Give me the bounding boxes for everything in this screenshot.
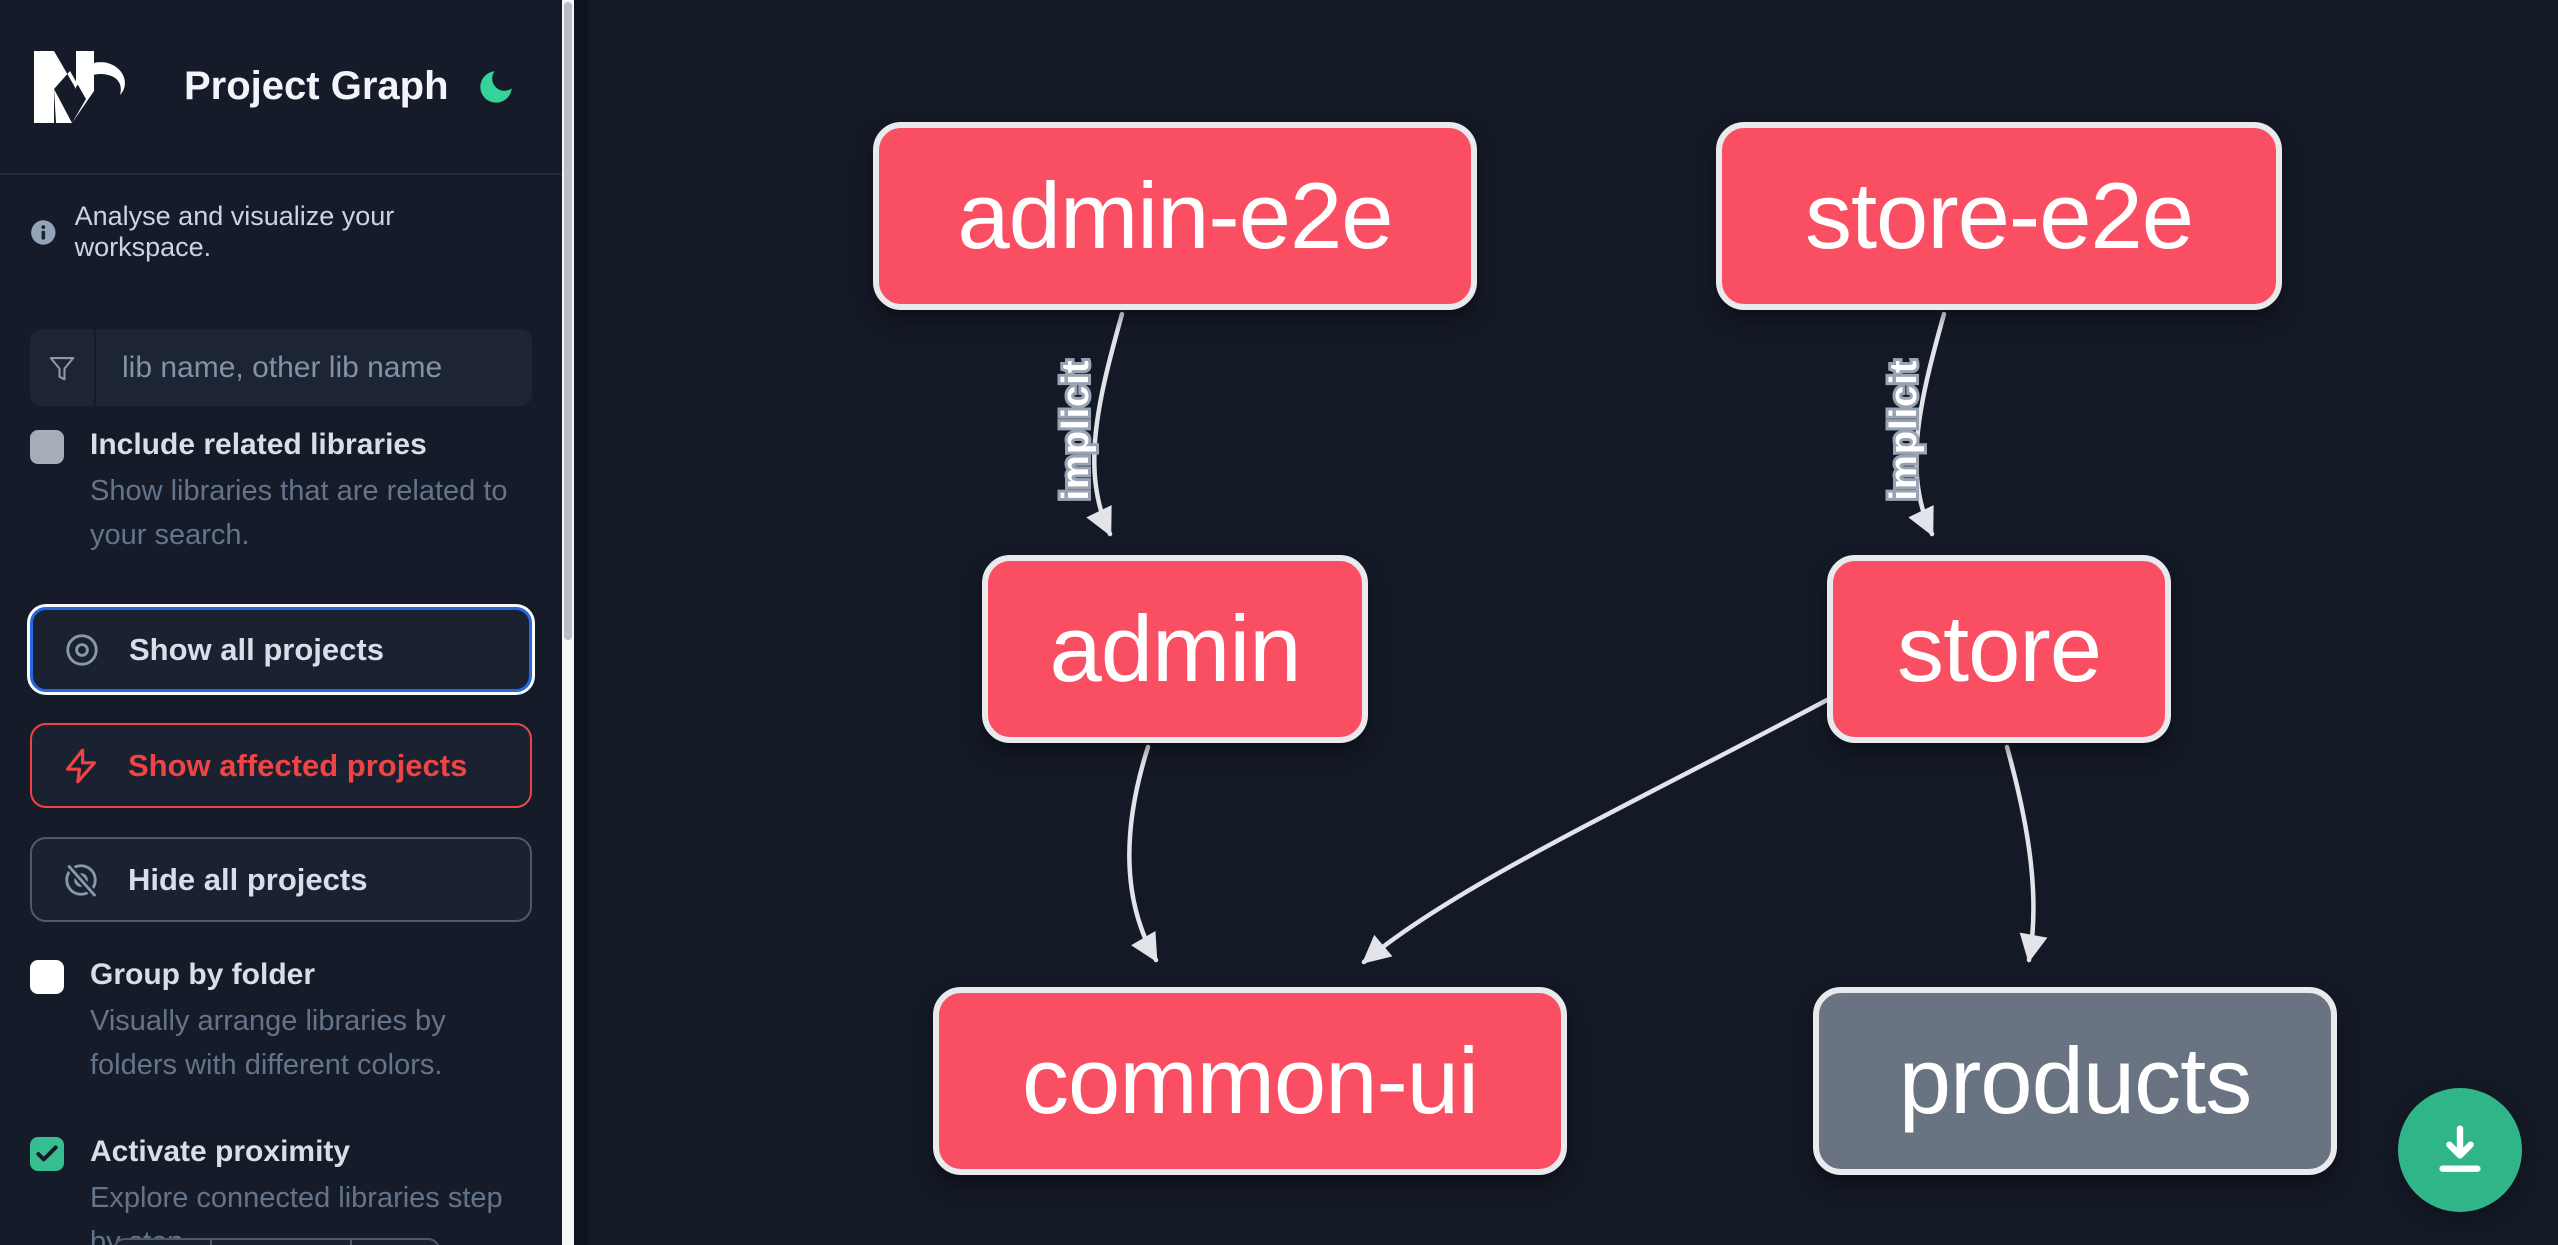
project-node-label: admin [1049, 596, 1301, 701]
project-node-label: common-ui [1022, 1028, 1479, 1133]
button-label: Show affected projects [128, 747, 468, 783]
sidebar-scrollbar-thumb[interactable] [564, 2, 572, 640]
show-affected-projects-button[interactable]: Show affected projects [30, 723, 532, 808]
eye-off-icon [64, 861, 99, 899]
search-input[interactable] [96, 329, 532, 406]
eye-icon [66, 633, 98, 666]
hide-all-projects-button[interactable]: Hide all projects [30, 837, 532, 922]
moon-icon [480, 70, 512, 103]
checkbox-activate-proximity[interactable] [30, 1137, 64, 1171]
check-icon [36, 1145, 58, 1162]
toggle-label: Group by folder [90, 958, 315, 991]
project-node-label: store [1897, 596, 2102, 701]
download-icon [2439, 1125, 2481, 1172]
filter-icon-cell [30, 329, 96, 406]
toggle-include-related: Include related libraries Show libraries… [30, 428, 532, 557]
project-filter-box [30, 329, 532, 406]
workspace-tagline: Analyse and visualize your workspace. [30, 201, 532, 263]
sidebar-scrollbar-track[interactable] [562, 0, 574, 1245]
toggle-description: Show libraries that are related to your … [90, 475, 508, 551]
checkbox-include-related[interactable] [30, 430, 64, 464]
toggle-label: Include related libraries [90, 428, 427, 461]
project-node-admin-e2e[interactable]: admin-e2e [873, 122, 1477, 310]
button-label: Hide all projects [128, 861, 368, 897]
show-all-projects-button[interactable]: Show all projects [30, 607, 532, 692]
sidebar-header: Project Graph [0, 0, 562, 173]
toggle-group-by-folder: Group by folder Visually arrange librari… [30, 958, 532, 1087]
project-node-store-e2e[interactable]: store-e2e [1716, 122, 2282, 310]
theme-toggle-button[interactable] [474, 65, 518, 109]
sidebar-canvas-gap [574, 0, 588, 1245]
project-node-admin[interactable]: admin [982, 555, 1368, 743]
button-label: Show all projects [129, 631, 384, 667]
info-icon [31, 219, 56, 245]
project-node-label: admin-e2e [957, 163, 1393, 268]
toggle-label: Activate proximity [90, 1135, 351, 1168]
download-image-button[interactable] [2398, 1088, 2522, 1212]
toggle-activate-proximity: Activate proximity Explore connected lib… [30, 1135, 532, 1245]
project-node-store[interactable]: store [1827, 555, 2171, 743]
toggle-description: Explore connected libraries step by step… [90, 1182, 503, 1245]
header-divider [0, 173, 562, 175]
nx-logo [34, 50, 125, 123]
checkbox-group-by-folder[interactable] [30, 960, 64, 994]
lightning-icon [65, 748, 97, 783]
sidebar: Project Graph Analyse and visualize your… [0, 0, 562, 1245]
toggle-description: Visually arrange libraries by folders wi… [90, 1005, 446, 1081]
project-node-label: store-e2e [1804, 163, 2194, 268]
proximity-stepper-partial[interactable] [113, 1238, 440, 1245]
page-title: Project Graph [184, 64, 449, 108]
project-node-common-ui[interactable]: common-ui [933, 987, 1567, 1175]
funnel-icon [49, 356, 75, 380]
project-node-products[interactable]: products [1813, 987, 2337, 1175]
sidebar-body: Analyse and visualize your workspace. In… [0, 175, 562, 1245]
project-node-label: products [1898, 1028, 2253, 1133]
tagline-text: Analyse and visualize your workspace. [74, 201, 395, 262]
